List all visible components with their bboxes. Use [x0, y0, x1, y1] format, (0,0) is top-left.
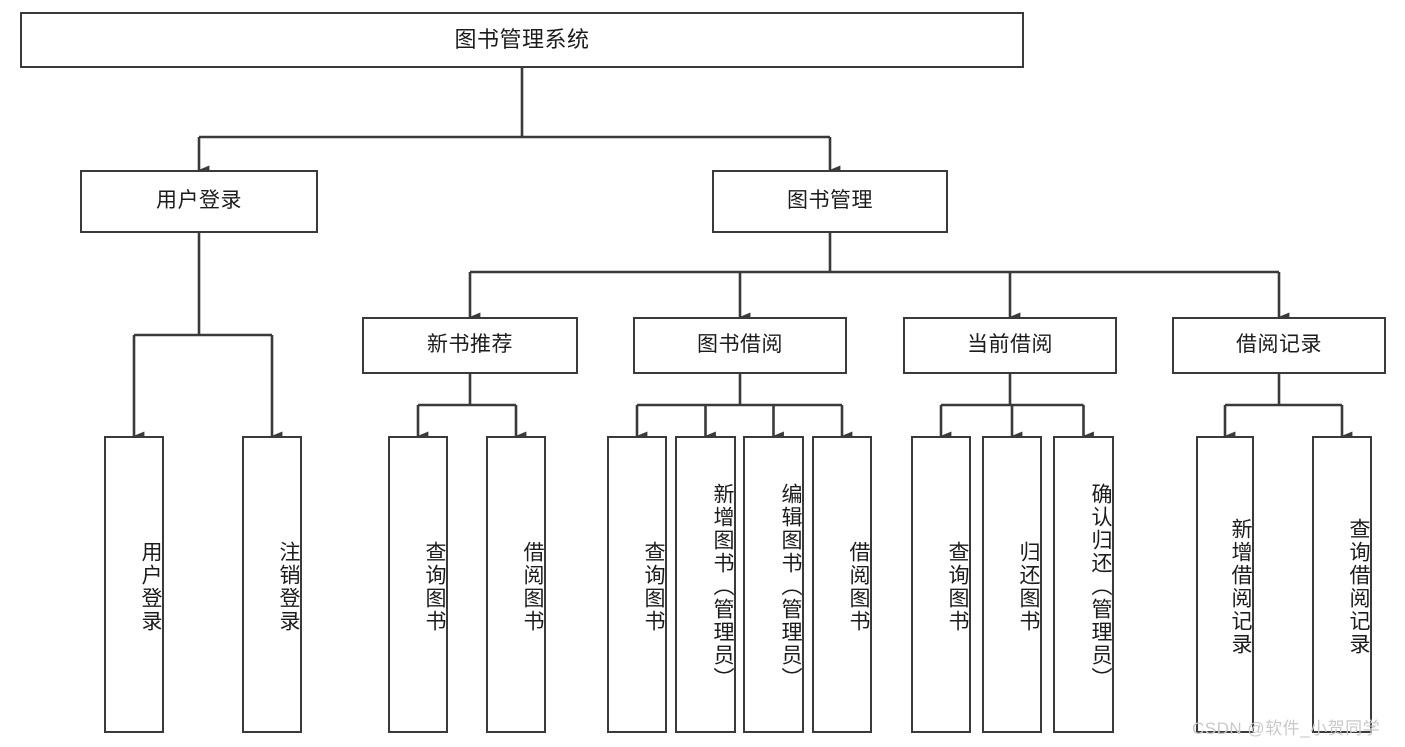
- watermark-label: CSDN @软件_小贺同学: [1192, 719, 1381, 738]
- node-leaf-borrow-book-1[interactable]: 借阅图书: [486, 436, 546, 733]
- node-leaf-edit-book[interactable]: 编辑图书（管理员）: [743, 436, 804, 733]
- node-leaf-logout[interactable]: 注销登录: [242, 436, 302, 733]
- node-leaf-borrow-book-2[interactable]: 借阅图书: [812, 436, 872, 733]
- node-book-mgmt[interactable]: 图书管理: [712, 170, 948, 233]
- node-user-login[interactable]: 用户登录: [80, 170, 318, 233]
- node-leaf-add-record[interactable]: 新增借阅记录: [1196, 436, 1254, 733]
- node-borrow-record[interactable]: 借阅记录: [1172, 317, 1386, 374]
- node-leaf-confirm-ret[interactable]: 确认归还（管理员）: [1053, 436, 1114, 733]
- node-new-book-rec[interactable]: 新书推荐: [362, 317, 578, 374]
- node-leaf-query-record[interactable]: 查询借阅记录: [1312, 436, 1372, 733]
- node-leaf-add-book[interactable]: 新增图书（管理员）: [675, 436, 736, 733]
- tree-edges: [132, 68, 1353, 441]
- node-leaf-query-book-1[interactable]: 查询图书: [388, 436, 448, 733]
- node-leaf-user-login[interactable]: 用户登录: [104, 436, 164, 733]
- node-leaf-return-book[interactable]: 归还图书: [982, 436, 1042, 733]
- node-current-borrow[interactable]: 当前借阅: [903, 317, 1117, 374]
- node-leaf-query-book-2[interactable]: 查询图书: [607, 436, 667, 733]
- node-root[interactable]: 图书管理系统: [20, 12, 1024, 68]
- node-leaf-query-book-3[interactable]: 查询图书: [911, 436, 971, 733]
- node-book-borrow[interactable]: 图书借阅: [633, 317, 847, 374]
